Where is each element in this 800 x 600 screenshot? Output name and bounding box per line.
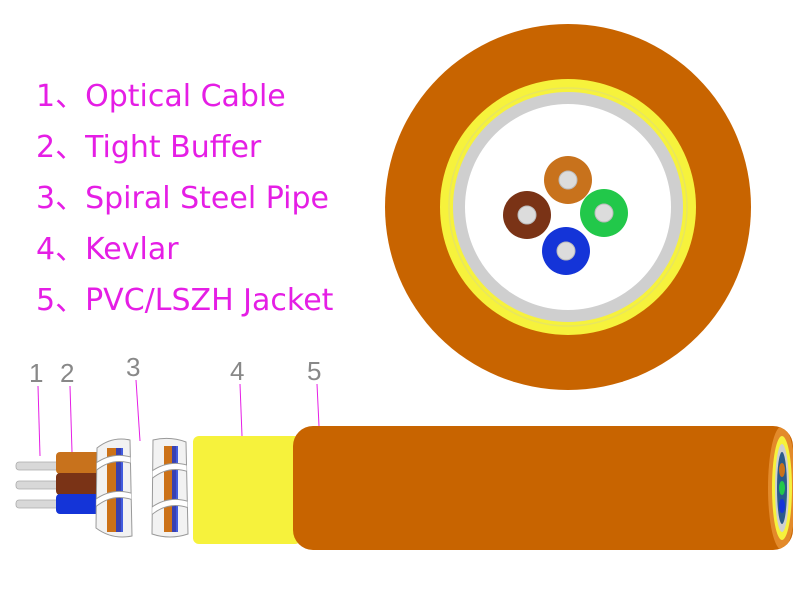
fiber-blue-core bbox=[556, 241, 576, 261]
legend-number: 3 bbox=[36, 181, 56, 216]
cross-section-core-space bbox=[465, 104, 671, 310]
spiral-wrap bbox=[152, 499, 188, 516]
callout-number-3: 3 bbox=[126, 352, 140, 382]
kevlar-ring-line bbox=[448, 87, 688, 327]
cross-section bbox=[385, 24, 751, 390]
end-face-fiber bbox=[779, 463, 785, 477]
legend-label: Kevlar bbox=[85, 232, 179, 267]
bare-fiber-middle bbox=[15, 480, 63, 490]
callout-leader-5 bbox=[316, 383, 320, 427]
callouts: 1 2 3 4 5 bbox=[29, 352, 321, 457]
outer-jacket bbox=[293, 426, 793, 550]
buffer-brown bbox=[56, 473, 100, 495]
legend-item-optical-cable: 1、Optical Cable bbox=[36, 74, 333, 125]
legend-label: PVC/LSZH Jacket bbox=[85, 283, 334, 318]
legend-item-spiral-steel-pipe: 3、Spiral Steel Pipe bbox=[36, 176, 333, 227]
fiber-orange-core bbox=[558, 170, 578, 190]
bare-fiber-bottom bbox=[15, 499, 63, 509]
steel-spiral-segment-1 bbox=[95, 438, 133, 538]
legend-separator: 、 bbox=[55, 232, 86, 267]
steel-spiral-segment-2 bbox=[151, 437, 189, 538]
end-face-fiber bbox=[779, 481, 785, 495]
legend-number: 4 bbox=[36, 232, 56, 267]
visible-buffer-blue-2 bbox=[172, 446, 178, 532]
legend-separator: 、 bbox=[55, 181, 86, 216]
callout-number-1: 1 bbox=[29, 358, 43, 388]
legend-separator: 、 bbox=[55, 283, 86, 318]
legend-number: 2 bbox=[36, 130, 56, 165]
legend-separator: 、 bbox=[55, 130, 86, 165]
kevlar-layer bbox=[193, 436, 301, 544]
callout-leader-1 bbox=[37, 385, 41, 457]
legend-separator: 、 bbox=[55, 79, 86, 114]
fiber-green-core bbox=[594, 203, 614, 223]
legend-label: Tight Buffer bbox=[85, 130, 262, 165]
callout-leader-3 bbox=[135, 379, 141, 442]
legend-item-tight-buffer: 2、Tight Buffer bbox=[36, 125, 333, 176]
spiral-wrap bbox=[152, 463, 188, 480]
end-face-fiber bbox=[779, 499, 785, 513]
legend-list: 1、Optical Cable 2、Tight Buffer 3、Spiral … bbox=[36, 74, 333, 329]
spiral-wrap bbox=[96, 491, 132, 508]
legend-number: 1 bbox=[36, 79, 56, 114]
buffer-orange bbox=[56, 452, 100, 474]
spiral-wrap bbox=[96, 455, 132, 472]
legend-label: Optical Cable bbox=[85, 79, 286, 114]
callout-leader-2 bbox=[69, 385, 73, 453]
callout-number-2: 2 bbox=[60, 358, 74, 388]
cable-side-view bbox=[15, 426, 793, 550]
visible-buffer-blue-1 bbox=[116, 448, 123, 532]
fiber-brown-core bbox=[517, 205, 537, 225]
legend-item-jacket: 5、PVC/LSZH Jacket bbox=[36, 278, 333, 329]
buffer-blue bbox=[56, 494, 100, 514]
legend-item-kevlar: 4、Kevlar bbox=[36, 227, 333, 278]
legend-number: 5 bbox=[36, 283, 56, 318]
legend-label: Spiral Steel Pipe bbox=[85, 181, 329, 216]
bare-fiber-top bbox=[15, 461, 63, 471]
callout-leader-4 bbox=[239, 383, 243, 437]
callout-number-5: 5 bbox=[307, 356, 321, 386]
callout-number-4: 4 bbox=[230, 356, 244, 386]
